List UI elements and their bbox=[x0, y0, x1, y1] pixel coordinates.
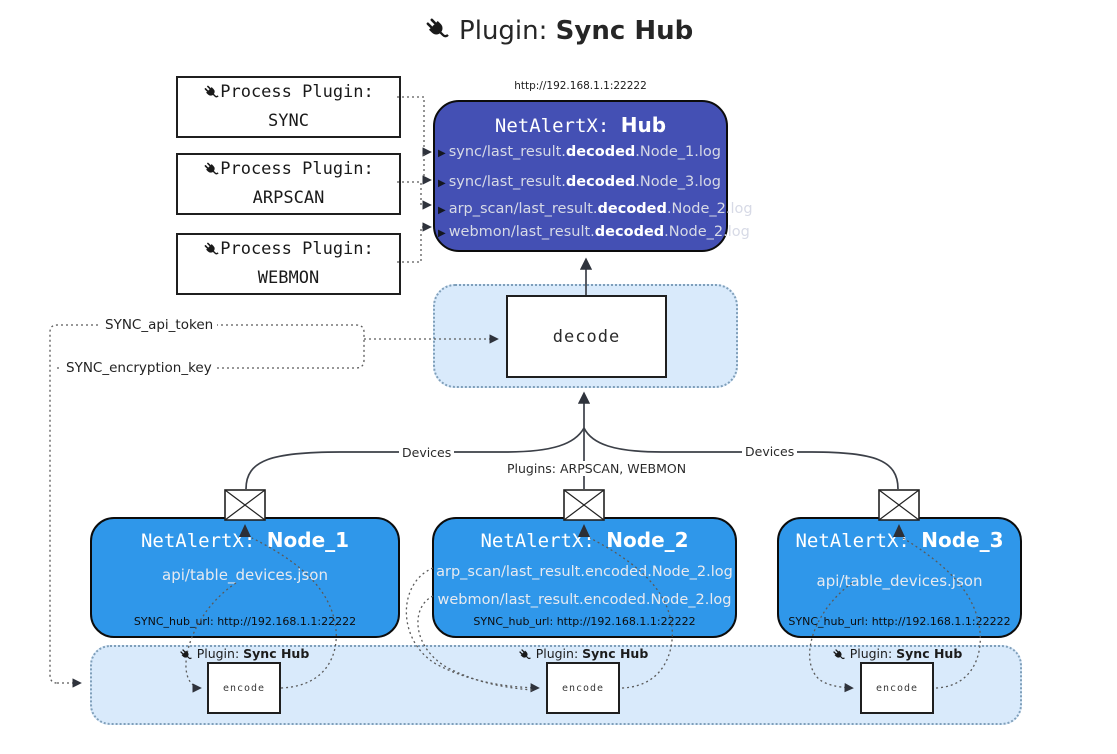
process-plugin-box-arpscan: Process Plugin: ARPSCAN bbox=[176, 153, 401, 215]
hub-url: http://192.168.1.1:22222 bbox=[514, 80, 647, 92]
encode-box: encode bbox=[207, 662, 281, 714]
log-arrow-icon: ▶ bbox=[438, 228, 446, 239]
log-arrow-icon: ▶ bbox=[438, 205, 446, 216]
encoder-label: Plugin: Sync Hub bbox=[493, 646, 673, 665]
process-plugin-label: Process Plugin: bbox=[220, 82, 374, 102]
node-box-node-1: NetAlertX: Node_1 api/table_devices.json… bbox=[90, 517, 400, 638]
node-file: arp_scan/last_result.encoded.Node_2.log bbox=[436, 564, 733, 580]
node-title: NetAlertX: Node_3 bbox=[795, 528, 1004, 552]
node-box-node-2: NetAlertX: Node_2 arp_scan/last_result.e… bbox=[432, 517, 737, 638]
config-label-encryption-key: SYNC_encryption_key bbox=[62, 360, 216, 376]
process-plugin-name: SYNC bbox=[268, 111, 309, 131]
process-plugin-box-sync: Process Plugin: SYNC bbox=[176, 76, 401, 138]
edge-label-devices-right: Devices bbox=[742, 444, 798, 459]
node-hub-url: SYNC_hub_url: http://192.168.1.1:22222 bbox=[473, 615, 696, 628]
plug-icon bbox=[518, 648, 532, 665]
process-plugin-label: Process Plugin: bbox=[220, 239, 374, 259]
node-title: NetAlertX: Node_1 bbox=[140, 528, 350, 552]
node-file: webmon/last_result.encoded.Node_2.log bbox=[437, 592, 732, 608]
encoder-label: Plugin: Sync Hub bbox=[154, 646, 334, 665]
edge-label-devices-left: Devices bbox=[399, 445, 455, 460]
process-plugin-name: ARPSCAN bbox=[252, 188, 325, 208]
envelope-icon bbox=[878, 489, 920, 521]
hub-box: NetAlertX: Hub ▶sync/last_result.decoded… bbox=[433, 100, 753, 252]
hub-title: NetAlertX: Hub bbox=[494, 113, 667, 137]
envelope-icon bbox=[224, 489, 266, 521]
decode-box: decode bbox=[506, 295, 667, 378]
node-box-node-3: NetAlertX: Node_3 api/table_devices.json… bbox=[777, 517, 1022, 638]
diagram-title: Plugin: Sync Hub bbox=[0, 16, 1117, 50]
config-label-api-token: SYNC_api_token bbox=[101, 317, 218, 333]
hub-log-row: ▶sync/last_result.decoded.Node_1.log bbox=[438, 144, 721, 160]
encode-box: encode bbox=[860, 662, 934, 714]
plug-icon bbox=[832, 648, 846, 665]
plug-icon bbox=[203, 241, 220, 266]
node-file: api/table_devices.json bbox=[816, 572, 983, 590]
process-plugin-box-webmon: Process Plugin: WEBMON bbox=[176, 233, 401, 295]
process-plugin-label: Process Plugin: bbox=[220, 159, 374, 179]
node-hub-url: SYNC_hub_url: http://192.168.1.1:22222 bbox=[133, 615, 357, 628]
plug-icon bbox=[203, 84, 220, 109]
encode-box: encode bbox=[546, 662, 620, 714]
hub-log-row: ▶arp_scan/last_result.decoded.Node_2.log bbox=[438, 201, 753, 217]
plug-icon bbox=[203, 161, 220, 186]
envelope-icon bbox=[563, 489, 605, 521]
hub-log-row: ▶webmon/last_result.decoded.Node_2.log bbox=[438, 224, 750, 240]
node-title: NetAlertX: Node_2 bbox=[480, 528, 689, 552]
log-arrow-icon: ▶ bbox=[438, 178, 446, 189]
process-plugin-name: WEBMON bbox=[257, 268, 320, 288]
title-name: Sync Hub bbox=[555, 16, 694, 46]
hub-log-row: ▶sync/last_result.decoded.Node_3.log bbox=[438, 174, 721, 190]
encoder-label: Plugin: Sync Hub bbox=[807, 646, 987, 665]
title-prefix: Plugin: bbox=[459, 16, 548, 46]
node-hub-url: SYNC_hub_url: http://192.168.1.1:22222 bbox=[788, 615, 1011, 628]
plug-icon bbox=[179, 648, 193, 665]
node-file: api/table_devices.json bbox=[162, 566, 328, 584]
edge-label-plugins: Plugins: ARPSCAN, WEBMON bbox=[504, 461, 690, 476]
log-arrow-icon: ▶ bbox=[438, 148, 446, 159]
plug-icon bbox=[424, 16, 451, 50]
